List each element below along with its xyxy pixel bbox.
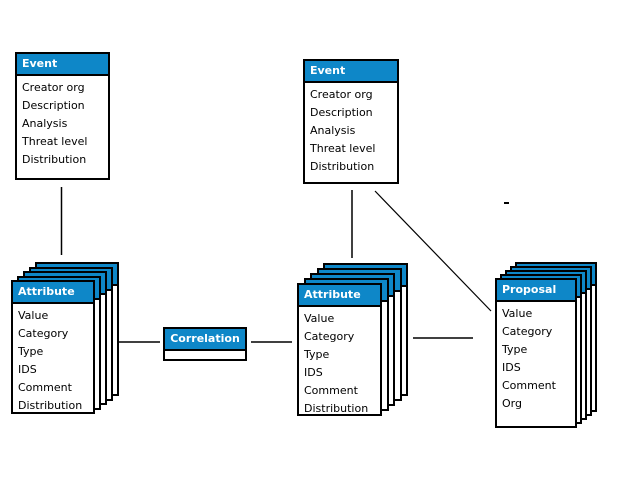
entity-field: IDS <box>304 366 323 379</box>
entity-header: Attribute <box>13 282 93 304</box>
entity-body: Value Category Type IDS Comment Org <box>497 302 575 413</box>
entity-field: Distribution <box>310 160 375 173</box>
entity-field: Creator org <box>22 81 85 94</box>
entity-field: Analysis <box>22 117 68 130</box>
entity-field: Comment <box>502 379 556 392</box>
entity-field: Analysis <box>310 124 356 137</box>
entity-field: Comment <box>304 384 358 397</box>
entity-field: Distribution <box>18 399 83 412</box>
entity-body: Value Category Type IDS Comment Distribu… <box>13 304 93 415</box>
entity-title: Event <box>22 57 58 70</box>
entity-card-event-right: Event Creator org Description Analysis T… <box>303 59 399 184</box>
entity-field: Description <box>310 106 373 119</box>
entity-field: Type <box>304 348 330 361</box>
entity-body: Creator org Description Analysis Threat … <box>305 83 397 176</box>
entity-body: Creator org Description Analysis Threat … <box>17 76 108 169</box>
entity-field: Type <box>18 345 44 358</box>
entity-field: Value <box>502 307 533 320</box>
entity-title: Attribute <box>18 285 75 298</box>
entity-field: Distribution <box>304 402 369 415</box>
entity-header: Event <box>17 54 108 76</box>
entity-header: Attribute <box>299 285 380 307</box>
entity-field: Value <box>18 309 49 322</box>
connector-event-right-proposal <box>374 190 492 312</box>
entity-body: Value Category Type IDS Comment Distribu… <box>299 307 380 418</box>
entity-header: Correlation <box>165 329 245 351</box>
entity-field: Org <box>502 397 522 410</box>
entity-title: Correlation <box>170 332 240 345</box>
entity-title: Attribute <box>304 288 361 301</box>
entity-card-correlation: Correlation <box>163 327 247 361</box>
entity-header: Event <box>305 61 397 83</box>
entity-field: IDS <box>18 363 37 376</box>
entity-field: Category <box>502 325 553 338</box>
entity-card-proposal: Proposal Value Category Type IDS Comment… <box>495 278 577 428</box>
entity-field: Creator org <box>310 88 373 101</box>
entity-title: Proposal <box>502 283 557 296</box>
entity-field: Comment <box>18 381 72 394</box>
entity-field: Description <box>22 99 85 112</box>
entity-field: Type <box>502 343 528 356</box>
entity-field: Category <box>304 330 355 343</box>
entity-field: Category <box>18 327 69 340</box>
entity-field: IDS <box>502 361 521 374</box>
entity-title: Event <box>310 64 346 77</box>
entity-card-attribute-left: Attribute Value Category Type IDS Commen… <box>11 280 95 414</box>
entity-header: Proposal <box>497 280 575 302</box>
entity-field: Threat level <box>310 142 376 155</box>
entity-card-event-left: Event Creator org Description Analysis T… <box>15 52 110 180</box>
entity-card-attribute-center: Attribute Value Category Type IDS Commen… <box>297 283 382 416</box>
entity-field: Threat level <box>22 135 88 148</box>
entity-field: Value <box>304 312 335 325</box>
entity-field: Distribution <box>22 153 87 166</box>
